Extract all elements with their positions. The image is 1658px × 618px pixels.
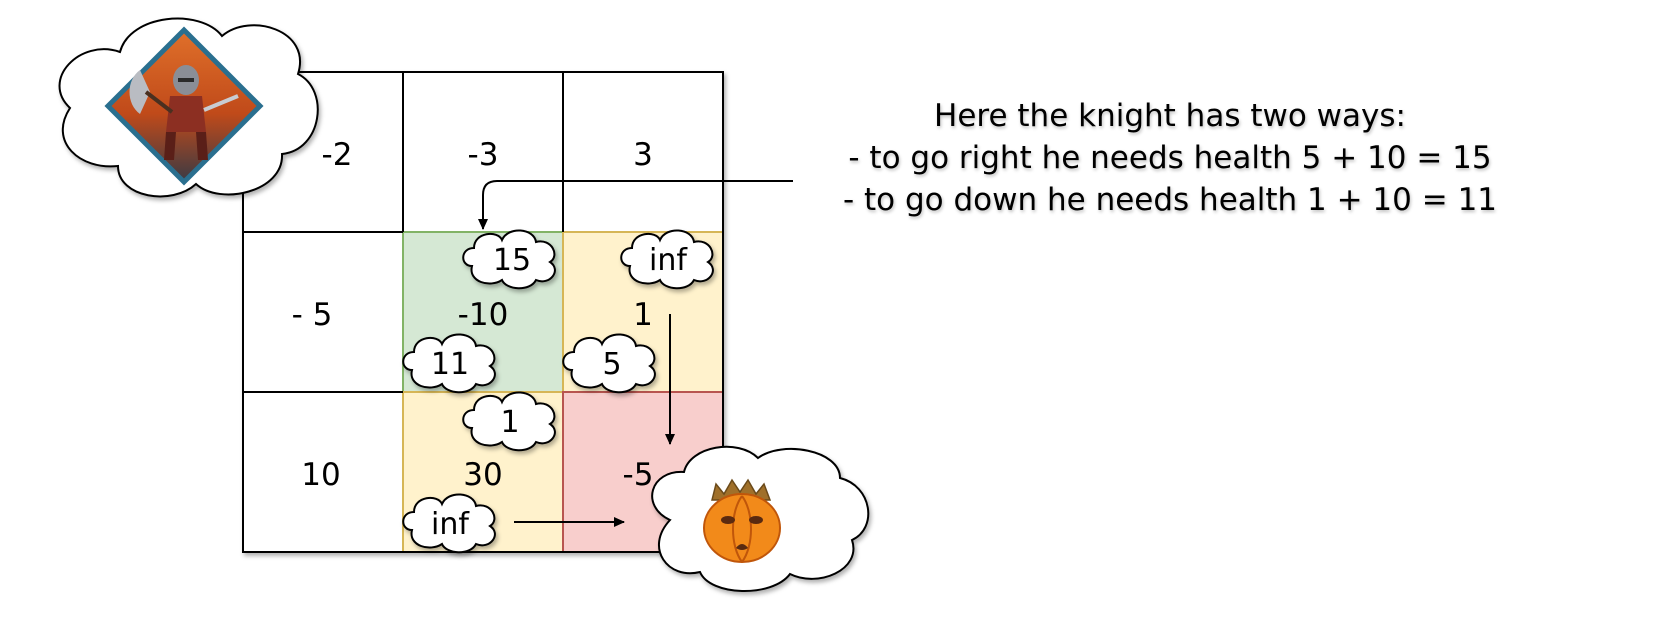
- cell-r1c0: [242, 231, 404, 393]
- health-bubbles: 15 11 inf 5 1 inf: [402, 229, 714, 554]
- pumpkin-princess-icon: [703, 478, 781, 563]
- bubble-r1c2-bottom: 5: [562, 333, 656, 394]
- knight-icon: [104, 26, 264, 186]
- arrow-from-caption: [478, 180, 793, 230]
- cell-value-r2c1: 30: [463, 457, 502, 493]
- caption-line-3: - to go down he needs health 1 + 10 = 11: [842, 182, 1498, 218]
- cell-value-r0c1: -3: [468, 137, 499, 173]
- path-arrows: [478, 180, 793, 527]
- cell-value-r0c0: -2: [322, 137, 353, 173]
- bubble-text: inf: [431, 507, 470, 542]
- cell-value-r2c0: 10: [301, 457, 340, 493]
- cell-value-r1c0: - 5: [292, 297, 333, 333]
- bubble-r1c1-bottom: 11: [402, 333, 496, 394]
- bubble-r2c1-bottom: inf: [402, 493, 496, 554]
- cell-value-r0c2: 3: [633, 137, 653, 173]
- cell-value-r1c1: -10: [458, 297, 509, 333]
- bubble-text: 5: [602, 347, 621, 382]
- bubble-text: 11: [431, 347, 469, 382]
- cell-r2c0: [242, 391, 404, 553]
- bubble-text: 15: [493, 243, 531, 278]
- bubble-r1c2-top: inf: [620, 229, 714, 290]
- cell-value-r1c2: 1: [633, 297, 653, 333]
- caption-line-2: - to go right he needs health 5 + 10 = 1…: [848, 140, 1492, 176]
- cell-values: -2 -3 3 - 5 -10 1 10 30 -5: [292, 137, 654, 493]
- caption-line-1: Here the knight has two ways:: [934, 98, 1406, 134]
- bubble-r1c1-top: 15: [462, 229, 556, 290]
- bubble-text: inf: [649, 243, 688, 278]
- bubble-r2c1-top: 1: [462, 391, 556, 452]
- bubble-text: 1: [500, 405, 519, 440]
- cell-value-r2c2: -5: [623, 457, 654, 493]
- grid-frame: [242, 71, 724, 553]
